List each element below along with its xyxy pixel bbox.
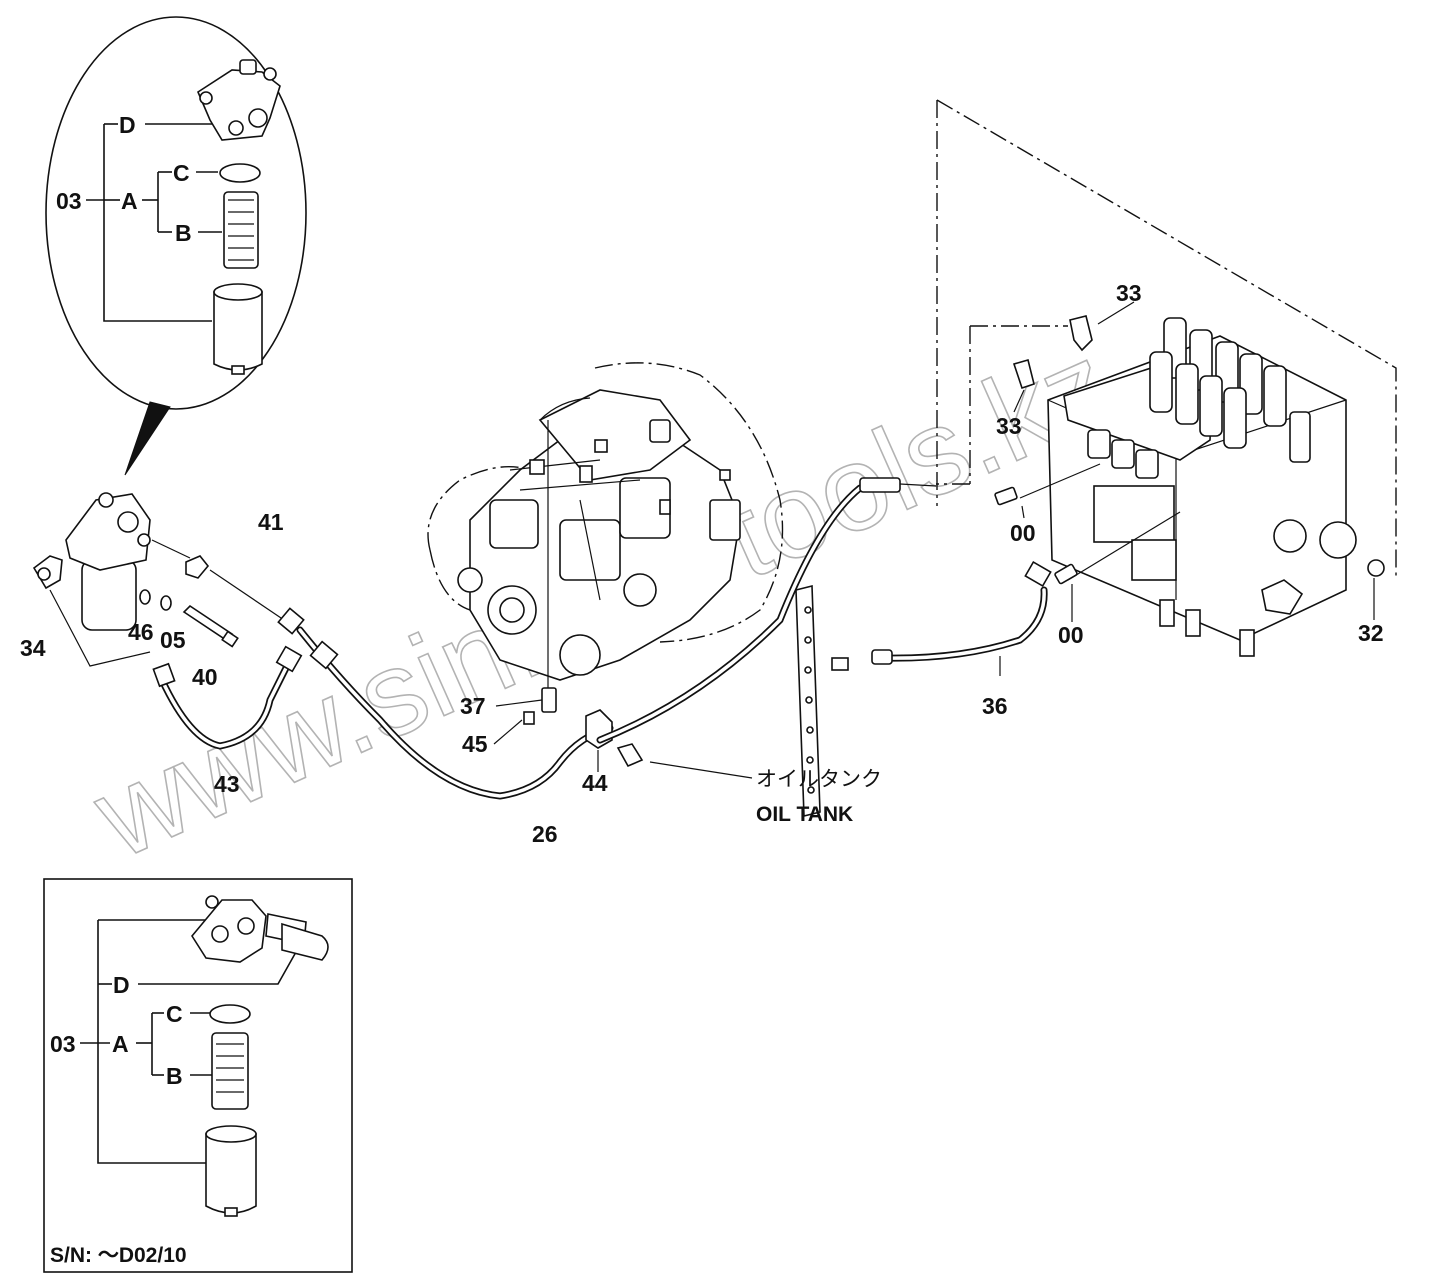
- filter-head-icon: [196, 59, 281, 141]
- lower-filter-head-icon: [191, 895, 329, 963]
- control-valve-icon: [1047, 317, 1357, 657]
- oil-tank-label-jp: オイルタンク: [756, 767, 882, 791]
- o-ring-icon: [219, 163, 261, 183]
- callout-00-upper: 00: [1010, 520, 1036, 546]
- callout-36: 36: [982, 693, 1008, 719]
- callout-32: 32: [1358, 620, 1384, 646]
- hose-43-icon: [152, 645, 303, 750]
- fitting-37-icon: [541, 687, 557, 713]
- upper-callout-03: 03: [56, 188, 82, 214]
- clamp-44-icon: [585, 709, 644, 768]
- filter-assembly-icon: [32, 492, 151, 631]
- callout-37: 37: [460, 693, 486, 719]
- filter-bowl-icon: [213, 283, 263, 375]
- plug-00-lower-icon: [1054, 563, 1078, 585]
- hose-26-icon: [277, 607, 614, 800]
- callout-33-upper: 33: [1116, 280, 1142, 306]
- washer-05-icon: [160, 595, 172, 611]
- lower-callout-03: 03: [50, 1031, 76, 1057]
- callout-45: 45: [462, 731, 488, 757]
- fitting-41-icon: [185, 555, 210, 579]
- callout-34: 34: [20, 635, 46, 661]
- filter-element-icon: [223, 191, 259, 269]
- hose-36-icon: [831, 560, 1052, 671]
- callout-33-lower: 33: [996, 413, 1022, 439]
- upper-callout-d: D: [119, 112, 136, 138]
- serial-number-note: S/N: ～D02/10: [50, 1244, 187, 1267]
- lower-filter-bowl-icon: [205, 1125, 257, 1217]
- oil-tank-label-en: OIL TANK: [756, 803, 853, 826]
- tank-bracket-icon: [795, 584, 821, 818]
- elbow-33-lower-icon: [1012, 359, 1035, 390]
- lower-o-ring-icon: [209, 1004, 251, 1024]
- callout-40: 40: [192, 664, 218, 690]
- plug-32-icon: [1367, 559, 1385, 577]
- washer-46-icon: [139, 589, 151, 605]
- upper-inset-bubble: D C A B 03: [45, 16, 307, 476]
- hydraulic-pump-icon: [427, 362, 784, 690]
- upper-callout-c: C: [173, 160, 190, 186]
- lower-callout-a: A: [112, 1031, 129, 1057]
- plug-00-upper-icon: [994, 486, 1018, 506]
- elbow-33-upper-icon: [1069, 315, 1093, 352]
- hose-upper-icon: [596, 477, 901, 744]
- upper-callout-b: B: [175, 220, 192, 246]
- callout-00-lower: 00: [1058, 622, 1084, 648]
- lower-callout-b: B: [166, 1063, 183, 1089]
- callout-43: 43: [214, 771, 240, 797]
- callout-46: 46: [128, 619, 154, 645]
- lower-filter-element-icon: [211, 1032, 249, 1110]
- lower-callout-d: D: [113, 972, 130, 998]
- plug-45-icon: [523, 711, 535, 725]
- callout-26: 26: [532, 821, 558, 847]
- callout-41: 41: [258, 509, 284, 535]
- callout-44: 44: [582, 770, 608, 796]
- lower-callout-c: C: [166, 1001, 183, 1027]
- bolt-40-icon: [182, 604, 239, 648]
- callout-05: 05: [160, 627, 186, 653]
- lower-inset-box: D C A B 03 S/N: ～D02/10: [43, 878, 353, 1273]
- upper-callout-a: A: [121, 188, 138, 214]
